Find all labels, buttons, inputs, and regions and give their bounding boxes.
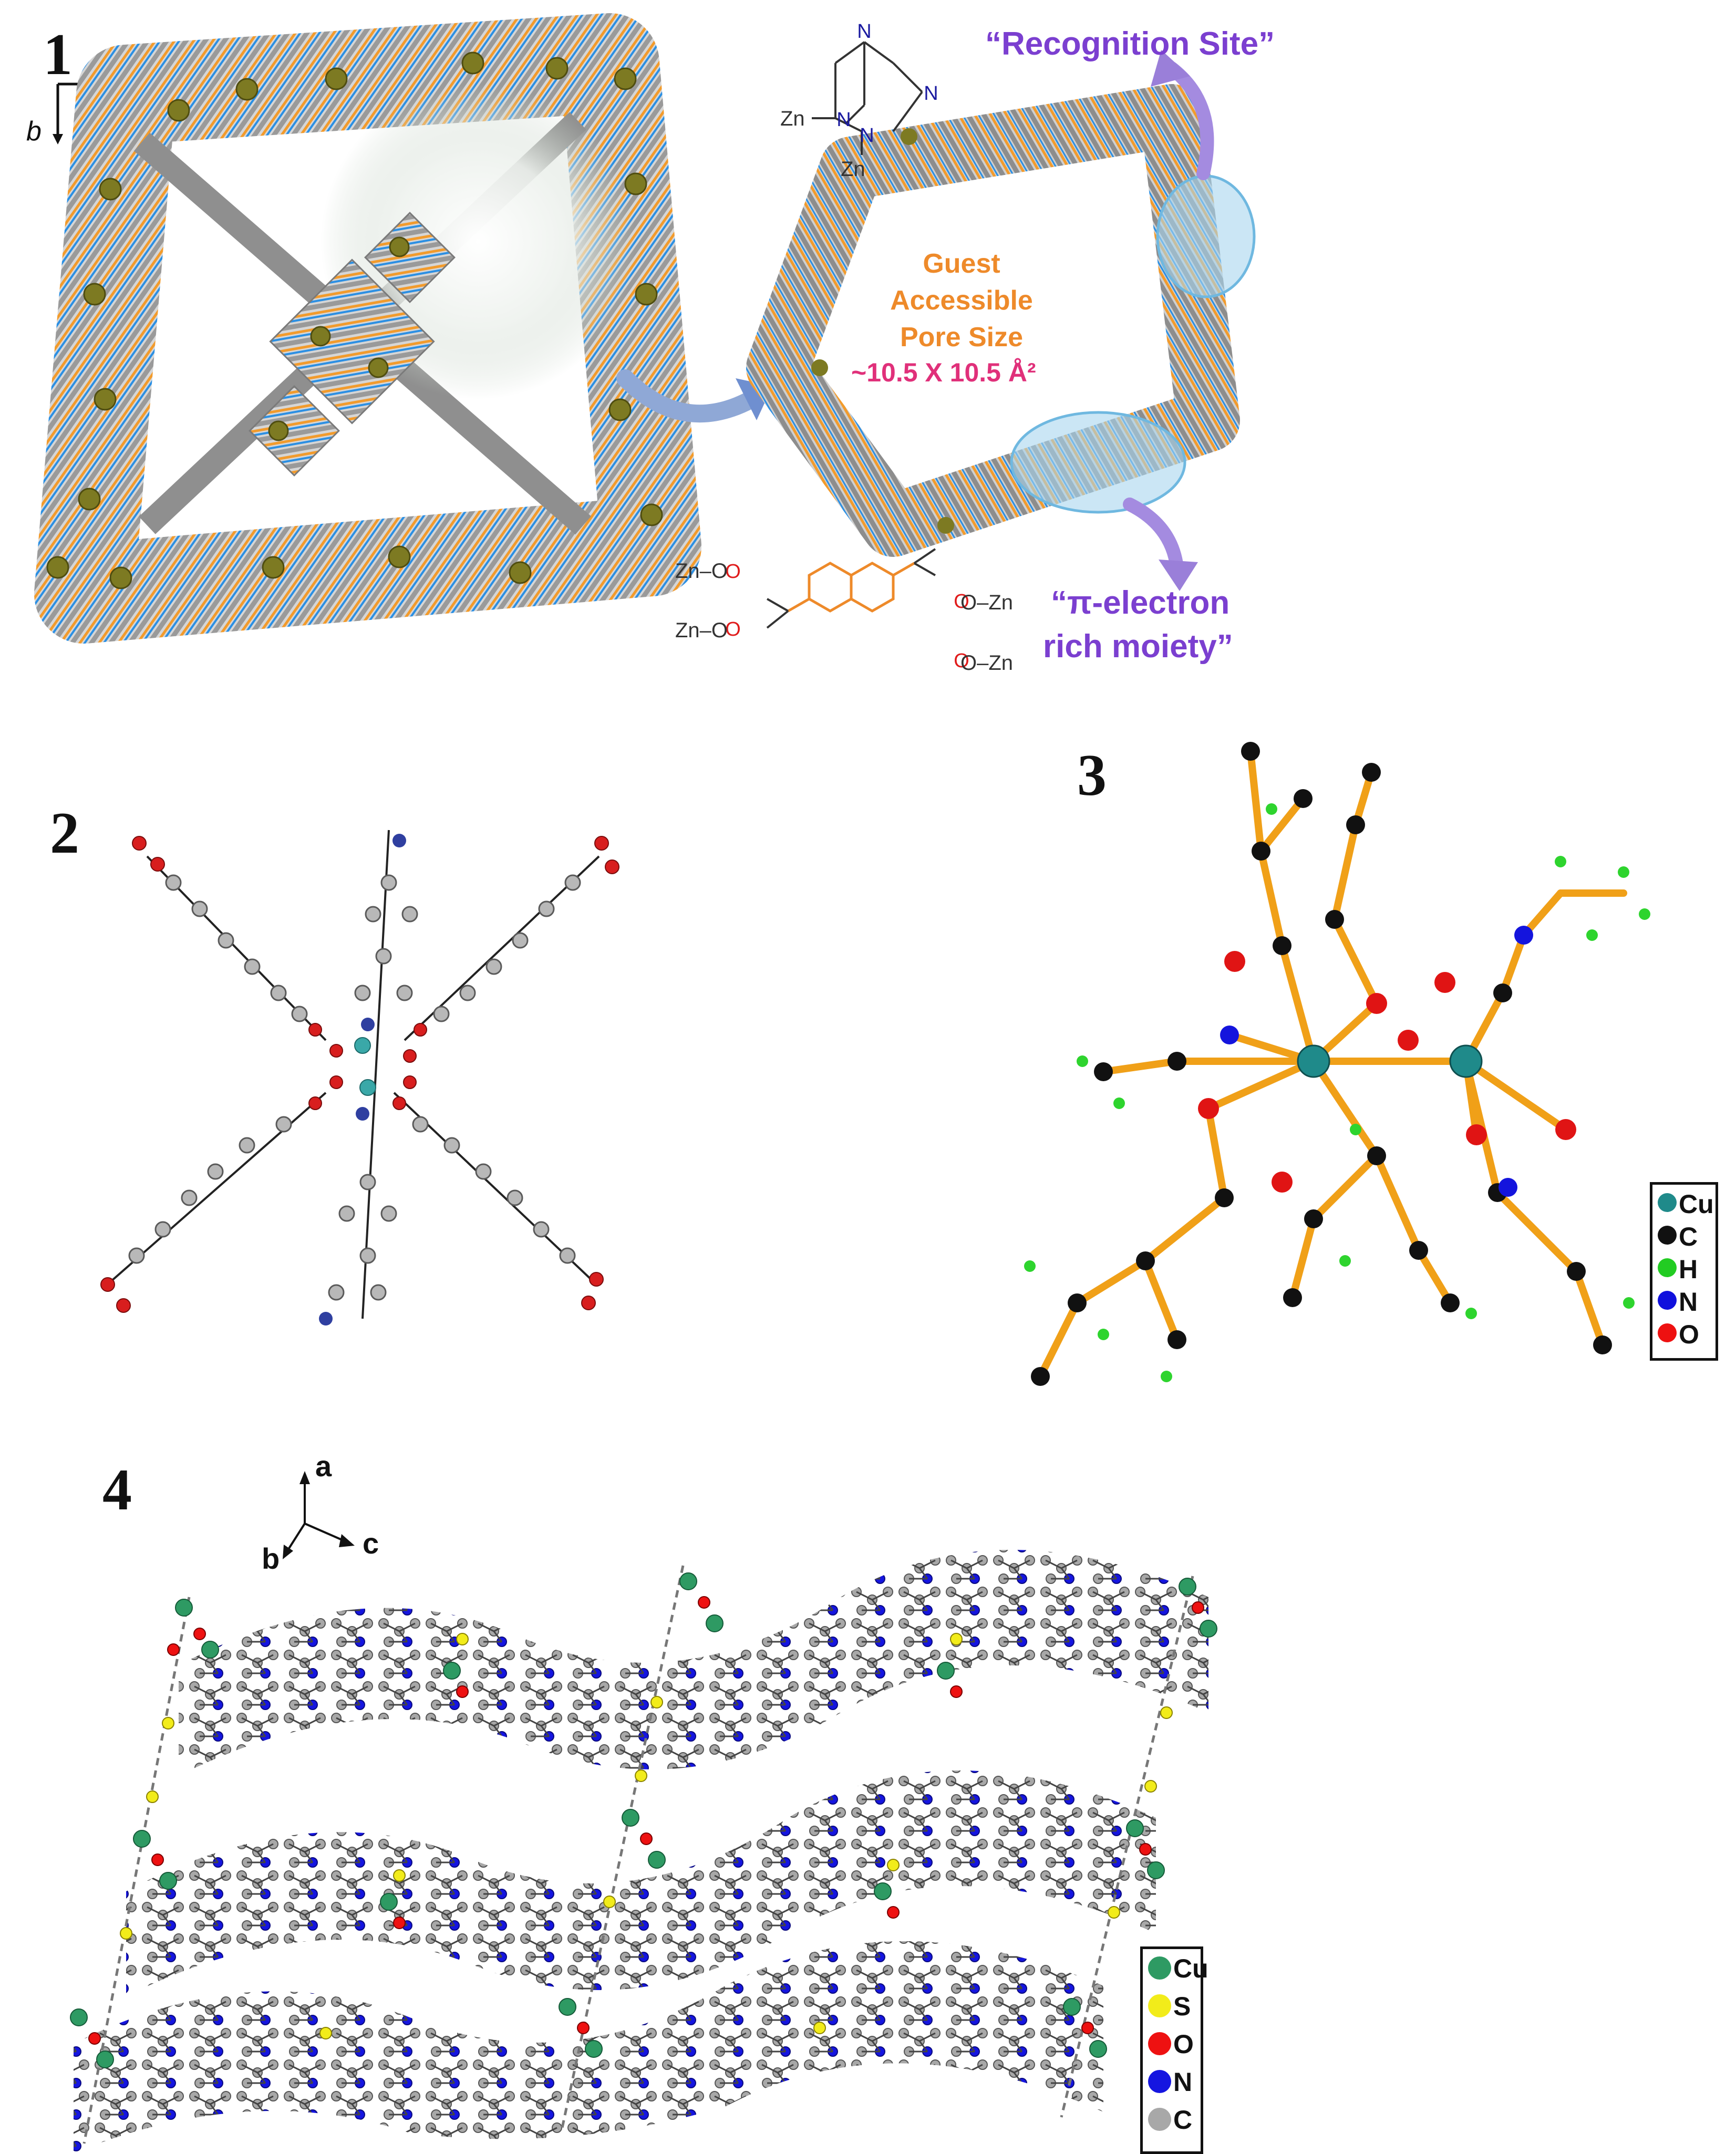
pore-size-value: ~10.5 X 10.5 Å² [851, 358, 1036, 387]
legend-item-n: N [1658, 1289, 1698, 1315]
legend-label-c: C [1679, 1222, 1698, 1251]
pore-label-line1: Guest [923, 248, 1000, 279]
axis-a-label-4: a [315, 1449, 332, 1483]
pore-label-line3: Pore Size [900, 322, 1024, 353]
svg-text:O: O [954, 650, 969, 672]
legend-swatch-o [1658, 1323, 1677, 1342]
panel-2: 2 [0, 725, 841, 1408]
panel-4: 4 a b c [0, 1429, 1736, 2154]
pi-electron-label-line2: rich moiety” [1043, 628, 1233, 665]
paddlewheel-structure [100, 830, 619, 1325]
hexamine-structure: NN NN [812, 20, 938, 155]
legend4-label-c: C [1173, 2105, 1193, 2135]
legend-item-h: H [1658, 1256, 1698, 1282]
svg-text:N: N [924, 82, 938, 105]
legend4-label-o: O [1173, 2029, 1194, 2059]
linker-o-zn-bottom: O–Zn [960, 651, 1014, 675]
element-legend-4: Cu S O N C [1140, 1946, 1208, 2154]
legend-item-o: O [1658, 1321, 1699, 1348]
legend-swatch-h [1658, 1258, 1677, 1277]
svg-text:N: N [857, 20, 871, 43]
legend4-item-n: N [1148, 2069, 1192, 2095]
legend4-label-cu: Cu [1173, 1954, 1208, 1983]
ndc-linker-structure: O O O O [725, 548, 969, 672]
pore-illustration [746, 50, 1256, 591]
recognition-site-label: “Recognition Site” [985, 26, 1275, 62]
legend4-item-s: S [1148, 1993, 1191, 2020]
legend-item-cu: Cu [1658, 1191, 1714, 1217]
legend4-label-n: N [1173, 2067, 1193, 2097]
legend4-item-c: C [1148, 2107, 1192, 2133]
panel-4-number: 4 [102, 1457, 132, 1523]
panel-1: 1 a b [0, 0, 1736, 683]
legend-swatch-c [1658, 1226, 1677, 1245]
svg-text:N: N [836, 109, 851, 131]
legend4-item-o: O [1148, 2031, 1194, 2057]
legend4-swatch-o [1148, 2032, 1171, 2055]
panel-2-number: 2 [50, 801, 79, 866]
legend-swatch-n [1658, 1291, 1677, 1310]
svg-text:O: O [725, 561, 741, 583]
legend4-item-cu: Cu [1148, 1955, 1208, 1982]
legend4-swatch-c [1148, 2108, 1171, 2131]
legend-label-h: H [1679, 1255, 1698, 1284]
linker-zn-o-bottom: Zn–O [675, 619, 728, 642]
legend-item-c: C [1658, 1224, 1698, 1250]
linker-o-zn-top: O–Zn [960, 591, 1014, 614]
svg-text:O: O [954, 591, 969, 613]
legend-label-o: O [1679, 1320, 1699, 1349]
svg-text:N: N [860, 125, 874, 147]
legend4-label-s: S [1173, 1992, 1191, 2021]
linker-zn-o-top: Zn–O [675, 560, 728, 583]
hexamine-zn-2: Zn [841, 158, 865, 181]
framework-illustration [34, 13, 701, 644]
hexamine-zn-1: Zn [780, 107, 805, 130]
element-legend-3: Cu C H N O [1650, 1182, 1718, 1361]
axis-b-label: b [26, 116, 42, 147]
axis-b-label-4: b [262, 1542, 280, 1575]
panel-3-number: 3 [1077, 743, 1107, 808]
layered-network-structure [70, 1550, 1217, 2153]
legend-label-cu: Cu [1679, 1189, 1714, 1219]
axis-indicator-4 [283, 1471, 355, 1559]
svg-text:O: O [725, 618, 741, 640]
legend4-swatch-cu [1148, 1956, 1171, 1980]
legend-label-n: N [1679, 1287, 1698, 1317]
dinuclear-cu-structure [1024, 742, 1650, 1386]
legend-swatch-cu [1658, 1193, 1677, 1212]
legend4-swatch-s [1148, 1994, 1171, 2017]
legend4-swatch-n [1148, 2070, 1171, 2093]
panel-3: 3 [946, 693, 1736, 1429]
panel-1-number: 1 [43, 22, 73, 87]
pi-electron-label-line1: “π-electron [1051, 585, 1230, 621]
axis-c-label-4: c [363, 1527, 379, 1560]
pore-label-line2: Accessible [890, 285, 1033, 316]
